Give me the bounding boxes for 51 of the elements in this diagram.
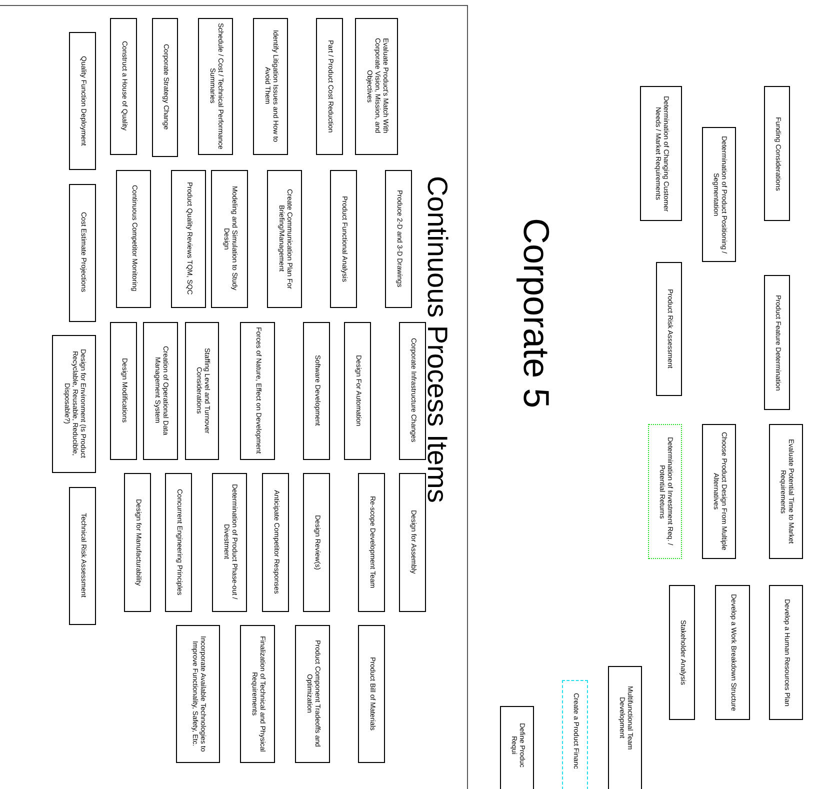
- process-box: [185, 322, 219, 460]
- process-box: [253, 18, 288, 154]
- process-box: [355, 18, 398, 154]
- process-box: [211, 170, 248, 308]
- process-box: [165, 472, 192, 612]
- diagram-title: Corporate 5: [518, 218, 554, 408]
- process-box: [764, 275, 790, 410]
- process-box: [608, 666, 642, 789]
- process-box: [267, 170, 302, 308]
- process-box: [176, 624, 220, 762]
- process-box: [240, 322, 275, 460]
- process-box: [152, 18, 178, 156]
- process-box: [648, 424, 682, 559]
- process-box: [303, 322, 330, 460]
- process-box: [240, 624, 275, 762]
- process-box: [110, 18, 137, 154]
- process-box: [124, 472, 151, 612]
- process-box: [110, 322, 137, 460]
- process-box: [69, 32, 96, 170]
- process-box: [669, 585, 695, 720]
- process-box: [702, 424, 736, 559]
- process-box: [562, 680, 588, 789]
- process-panel: [0, 5, 468, 789]
- process-box: [52, 334, 96, 472]
- process-box: [702, 127, 736, 262]
- process-box: [769, 585, 803, 720]
- process-box: [399, 322, 426, 460]
- process-box: [212, 472, 247, 612]
- process-box: [344, 322, 371, 460]
- process-box: [143, 322, 178, 460]
- process-box: [295, 624, 330, 762]
- process-box: [769, 424, 803, 559]
- process-box: [262, 472, 289, 612]
- process-box: [358, 624, 385, 762]
- process-box: [171, 170, 206, 308]
- process-box: [715, 585, 750, 720]
- process-box: [640, 86, 682, 221]
- process-box: [316, 18, 343, 154]
- process-box: [385, 170, 412, 308]
- process-box: [303, 472, 330, 612]
- process-box: [500, 706, 534, 789]
- process-box: [69, 486, 96, 624]
- process-box: [656, 262, 682, 396]
- process-box: [198, 18, 233, 154]
- process-box: [330, 170, 357, 308]
- process-box: [116, 170, 151, 308]
- process-box: [69, 184, 96, 322]
- process-box: [399, 472, 426, 612]
- panel-title: Continuous Process Items: [423, 176, 451, 503]
- process-box: [358, 472, 385, 612]
- process-box: [764, 86, 790, 221]
